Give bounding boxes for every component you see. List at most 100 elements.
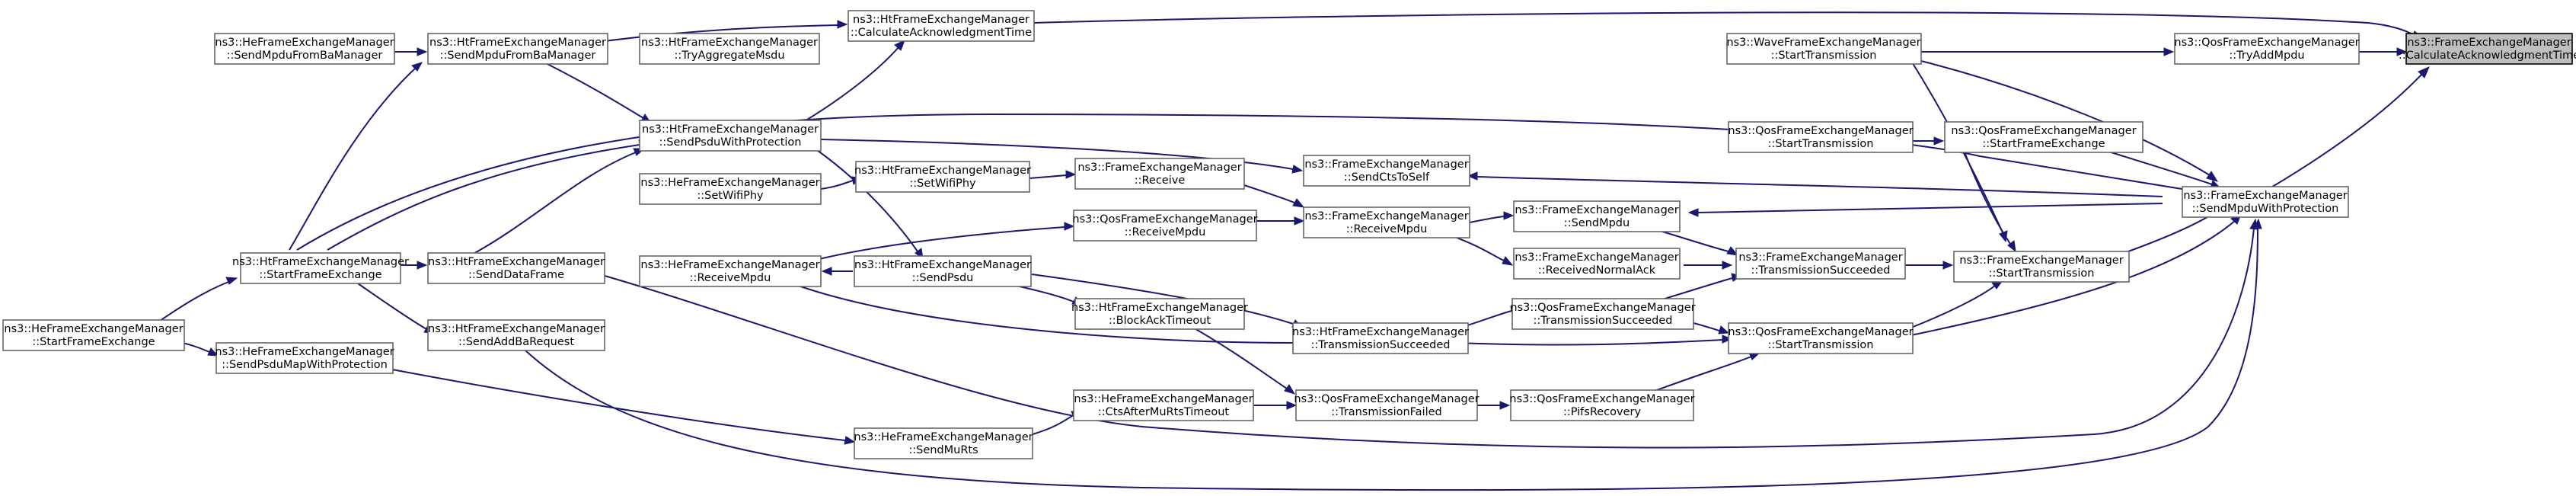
node-line2: ::ReceiveMpdu [690, 272, 771, 284]
edge [471, 148, 646, 255]
node-ht-start-frame-exchange[interactable]: ns3::HtFrameExchangeManager ::StartFrame… [232, 252, 409, 284]
node-line2: ::StartTransmission [1768, 138, 1874, 150]
node-line1: ns3::QosFrameExchangeManager [1072, 213, 1257, 226]
node-fem-receive[interactable]: ns3::FrameExchangeManager ::Receive [1074, 158, 1245, 190]
edge [357, 283, 436, 334]
node-line2: ::SendAddBaRequest [458, 336, 574, 348]
node-line2: ::StartTransmission [1768, 339, 1874, 351]
node-ht-calculate-ack-time[interactable]: ns3::HtFrameExchangeManager ::CalculateA… [847, 10, 1035, 42]
edge [1256, 216, 1305, 226]
edge [1029, 170, 1077, 179]
node-line2: ::TryAggregateMsdu [674, 50, 784, 62]
edge [394, 47, 428, 56]
edges [152, 11, 2430, 491]
node-line1: ns3::QosFrameExchangeManager [1951, 125, 2136, 137]
node-fem-start-transmission[interactable]: ns3::FrameExchangeManager ::StartTransmi… [1953, 251, 2130, 283]
node-qos-receive-mpdu[interactable]: ns3::QosFrameExchangeManager ::ReceiveMp… [1072, 210, 1258, 242]
node-line1: ns3::HeFrameExchangeManager [4, 323, 183, 335]
node-qos-start-transmission-top[interactable]: ns3::QosFrameExchangeManager ::StartTran… [1728, 121, 1914, 153]
node-fem-send-mpdu-with-protection[interactable]: ns3::FrameExchangeManager ::SendMpduWith… [2182, 186, 2349, 218]
node-qos-transmission-failed[interactable]: ns3::QosFrameExchangeManager ::Transmiss… [1294, 389, 1480, 421]
node-ht-send-add-ba-request[interactable]: ns3::HtFrameExchangeManager ::SendAddBaR… [427, 319, 605, 351]
edge [1913, 136, 1945, 146]
node-ht-send-psdu[interactable]: ns3::HtFrameExchangeManager ::SendPsdu [854, 255, 1032, 287]
node-line1: ns3::HtFrameExchangeManager [854, 165, 1031, 177]
node-line2: ::StartTransmission [1771, 50, 1877, 62]
edge [592, 20, 848, 43]
node-line2: ::CalculateAcknowledgmentTime [851, 27, 1032, 39]
edge [1921, 47, 2175, 56]
edge [1920, 60, 2219, 182]
node-wave-start-transmission[interactable]: ns3::WaveFrameExchangeManager ::StartTra… [1726, 33, 1922, 65]
node-he-send-mpdu-from-ba[interactable]: ns3::HeFrameExchangeManager ::SendMpduFr… [214, 33, 395, 65]
node-fem-send-cts-to-self[interactable]: ns3::FrameExchangeManager ::SendCtsToSel… [1303, 155, 1470, 187]
edge [1644, 352, 1761, 395]
node-line2: ::ReceivedNormalAck [1538, 264, 1656, 277]
node-line1: ns3::FrameExchangeManager [1738, 251, 1902, 264]
node-line2: ::BlockAckTimeout [1109, 315, 1211, 327]
node-fem-send-mpdu[interactable]: ns3::FrameExchangeManager ::SendMpdu [1513, 200, 1681, 232]
edge [820, 139, 1304, 174]
node-line2: ::SendPsduMapWithProtection [222, 359, 388, 371]
node-line1: ns3::HeFrameExchangeManager [640, 177, 819, 189]
node-line1: ns3::FrameExchangeManager [1959, 254, 2123, 267]
node-line2: ::PifsRecovery [1563, 406, 1642, 418]
node-qos-start-frame-exchange[interactable]: ns3::QosFrameExchangeManager ::StartFram… [1944, 121, 2143, 153]
node-line1: ns3::HeFrameExchangeManager [215, 37, 394, 49]
node-he-cts-after-mu-rts-timeout[interactable]: ns3::HeFrameExchangeManager ::CtsAfterMu… [1073, 389, 1254, 421]
node-he-start-frame-exchange[interactable]: ns3::HeFrameExchangeManager ::StartFrame… [2, 319, 185, 351]
edge [2101, 149, 2222, 189]
node-line2: ::SetWifiPhy [697, 190, 764, 202]
node-ht-block-ack-timeout[interactable]: ns3::HtFrameExchangeManager ::BlockAckTi… [1071, 298, 1248, 330]
node-line1: ns3::HtFrameExchangeManager [232, 256, 409, 268]
edge [1243, 184, 1305, 208]
node-ht-try-aggregate-msdu[interactable]: ns3::HtFrameExchangeManager ::TryAggrega… [639, 33, 820, 65]
node-qos-pifs-recovery[interactable]: ns3::QosFrameExchangeManager ::PifsRecov… [1509, 389, 1695, 421]
node-ht-send-mpdu-from-ba[interactable]: ns3::HtFrameExchangeManager ::SendMpduFr… [427, 33, 608, 65]
node-line2: ::SendMuRts [908, 444, 978, 456]
edge [1469, 211, 1515, 223]
edge [1477, 401, 1511, 410]
node-qos-transmission-succeeded[interactable]: ns3::QosFrameExchangeManager ::Transmiss… [1510, 298, 1696, 330]
node-ht-set-wifi-phy[interactable]: ns3::HtFrameExchangeManager ::SetWifiPhy [854, 161, 1031, 193]
node-line2: ::StartFrameExchange [1982, 138, 2105, 150]
edge [289, 62, 423, 251]
node-he-receive-mpdu[interactable]: ns3::HeFrameExchangeManager ::ReceiveMpd… [639, 255, 822, 287]
node-qos-try-add-mpdu[interactable]: ns3::QosFrameExchangeManager ::TryAddMpd… [2174, 33, 2360, 65]
node-line1: ns3::HtFrameExchangeManager [641, 37, 818, 49]
node-he-send-psdu-map-with-protection[interactable]: ns3::HeFrameExchangeManager ::SendPsduMa… [215, 342, 394, 374]
edge [1905, 261, 1954, 270]
node-fem-received-normal-ack[interactable]: ns3::FrameExchangeManager ::ReceivedNorm… [1513, 248, 1681, 280]
node-fem-receive-mpdu[interactable]: ns3::FrameExchangeManager ::ReceiveMpdu [1303, 206, 1470, 238]
edge [388, 368, 856, 445]
node-line2: ::ReceiveMpdu [1346, 223, 1428, 235]
node-ht-transmission-succeeded[interactable]: ns3::HtFrameExchangeManager ::Transmissi… [1292, 322, 1469, 354]
edge [544, 62, 653, 124]
edge [806, 222, 1075, 263]
node-line1: ns3::QosFrameExchangeManager [1728, 125, 1913, 137]
node-line2: ::SendMpduFromBaManager [227, 50, 383, 62]
node-line1: ns3::HeFrameExchangeManager [215, 346, 394, 358]
node-qos-start-transmission-mid[interactable]: ns3::QosFrameExchangeManager ::StartTran… [1728, 322, 1914, 354]
node-fem-transmission-succeeded[interactable]: ns3::FrameExchangeManager ::Transmission… [1735, 248, 1906, 280]
node-he-send-mu-rts[interactable]: ns3::HeFrameExchangeManager ::SendMuRts [854, 427, 1033, 459]
node-he-set-wifi-phy[interactable]: ns3::HeFrameExchangeManager ::SetWifiPhy [639, 173, 822, 205]
node-line2: ::StartFrameExchange [259, 269, 381, 281]
node-ht-send-psdu-with-protection[interactable]: ns3::HtFrameExchangeManager ::SendPsduWi… [639, 120, 822, 152]
node-line2: ::SendDataFrame [468, 269, 564, 281]
node-line1: ns3::FrameExchangeManager [1304, 158, 1468, 171]
node-line2: ::StartTransmission [1989, 267, 2095, 280]
node-line1: ns3::HeFrameExchangeManager [1074, 393, 1253, 405]
node-line1: ns3::HeFrameExchangeManager [854, 431, 1033, 443]
node-line1: ns3::QosFrameExchangeManager [1294, 393, 1479, 405]
node-line1: ns3::FrameExchangeManager [1077, 162, 1241, 174]
edge [525, 218, 2262, 491]
edge [1687, 203, 2163, 217]
node-line2: ::TransmissionFailed [1331, 406, 1442, 418]
node-line1: ns3::HtFrameExchangeManager [429, 37, 606, 49]
node-line2: ::CalculateAcknowledgmentTime [2399, 50, 2576, 62]
node-line1: ns3::FrameExchangeManager [2407, 37, 2571, 49]
node-line2: ::StartFrameExchange [32, 336, 155, 348]
node-ht-send-data-frame[interactable]: ns3::HtFrameExchangeManager ::SendDataFr… [427, 252, 605, 284]
node-calculate-ack-time-target[interactable]: ns3::FrameExchangeManager ::CalculateAck… [2399, 33, 2576, 65]
